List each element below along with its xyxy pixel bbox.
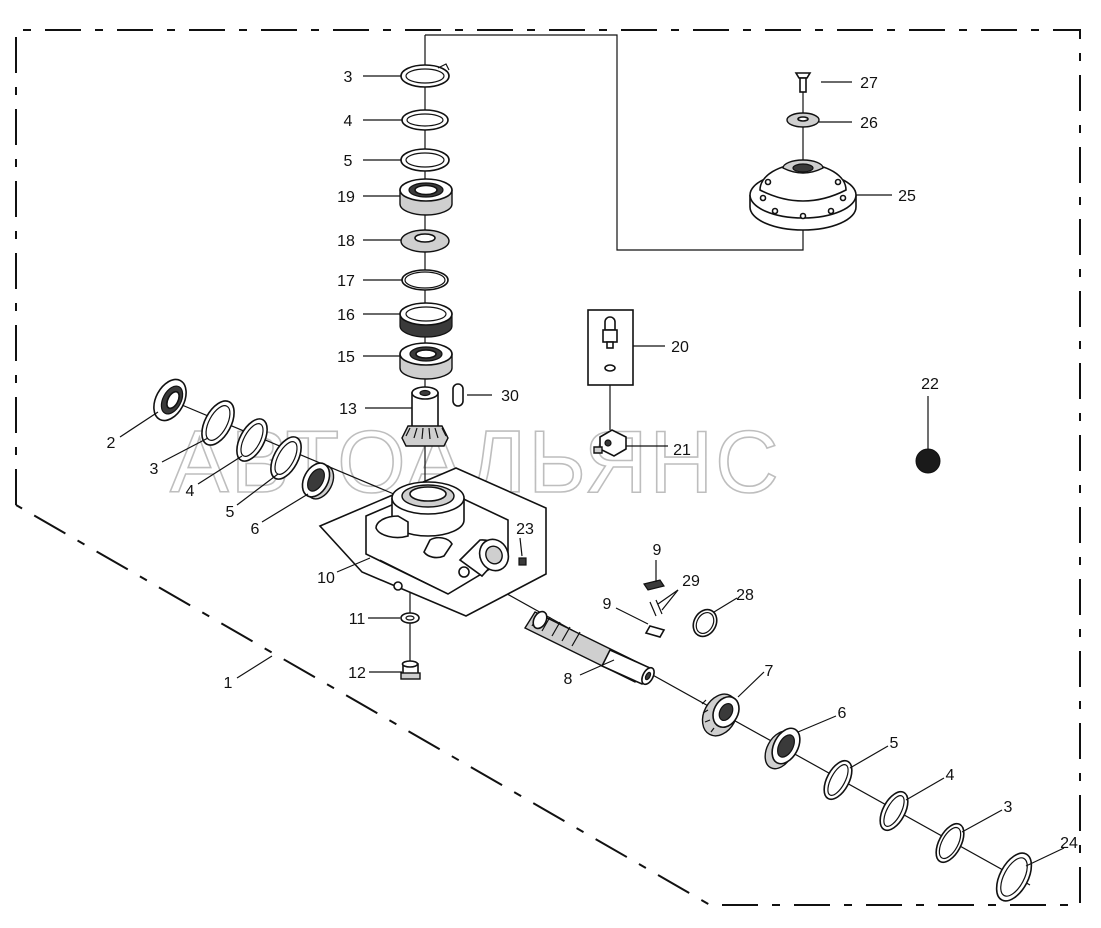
cover-connector-line (425, 34, 804, 251)
callout-12: 12 (348, 665, 366, 682)
part-17-o-ring (401, 269, 449, 291)
part-26-washer (786, 112, 820, 128)
callout-4-right: 4 (946, 767, 955, 784)
callout-9-upper: 9 (653, 542, 662, 559)
part-6-bearing-right (764, 727, 801, 770)
part-3-snap-ring-left (201, 400, 235, 446)
part-4-shim-left (236, 418, 268, 462)
callout-4: 4 (344, 113, 353, 130)
part-3-snap-ring-right (935, 822, 965, 864)
callout-6-left: 6 (251, 521, 260, 538)
boundary-frame (15, 29, 1081, 906)
callout-3-left: 3 (150, 461, 159, 478)
part-19-bearing (399, 178, 453, 216)
callout-7: 7 (765, 663, 774, 680)
part-25-cover (749, 159, 857, 231)
part-15-bearing (399, 342, 453, 380)
callout-5-right: 5 (890, 735, 899, 752)
callout-8: 8 (564, 671, 573, 688)
part-10-gearbox-housing (318, 467, 547, 617)
part-24-ring (995, 852, 1033, 902)
part-9-key-upper (643, 579, 665, 591)
callout-23: 23 (516, 521, 534, 538)
callout-16: 16 (337, 307, 355, 324)
callout-27: 27 (860, 75, 878, 92)
callout-28: 28 (736, 587, 754, 604)
callout-22: 22 (921, 376, 939, 393)
part-7-bevel-gear (701, 693, 740, 737)
part-13-pinion-gear (401, 386, 449, 447)
part-21-fitting-block (593, 429, 627, 457)
callout-20: 20 (671, 339, 689, 356)
callout-labels: 3 4 5 19 18 17 16 15 13 30 27 26 25 20 2… (107, 69, 1078, 852)
part-16-bearing-cup (399, 302, 453, 338)
part-9-key-lower (644, 625, 666, 638)
callout-11: 11 (349, 611, 366, 628)
part-28-snap-ring (692, 608, 718, 638)
callout-26: 26 (860, 115, 878, 132)
callout-19: 19 (337, 189, 355, 206)
callout-5: 5 (344, 153, 353, 170)
callout-1: 1 (224, 675, 233, 692)
callout-13: 13 (339, 401, 357, 418)
callout-9-lower: 9 (603, 596, 612, 613)
callout-5-left: 5 (226, 504, 235, 521)
part-11-washer (400, 612, 420, 624)
part-18-spacer (400, 229, 450, 253)
callout-6-right: 6 (838, 705, 847, 722)
part-22-ball (915, 448, 941, 474)
callout-30: 30 (501, 388, 519, 405)
callout-24: 24 (1060, 835, 1078, 852)
part-6-bearing-left (301, 462, 335, 500)
callout-17: 17 (337, 273, 355, 290)
callout-3-right: 3 (1004, 799, 1013, 816)
part-12-drain-plug (400, 660, 421, 680)
part-20-grease-fitting-box (587, 309, 634, 430)
part-29-pins (649, 599, 663, 617)
callout-25: 25 (898, 188, 916, 205)
part-4-shim-right (879, 790, 909, 832)
part-23-plug (518, 557, 527, 566)
callout-18: 18 (337, 233, 355, 250)
callout-3: 3 (344, 69, 353, 86)
part-30-key (452, 383, 464, 407)
part-3-snap-ring-top (400, 63, 450, 88)
part-4-shim (401, 109, 449, 131)
callout-21: 21 (673, 442, 691, 459)
part-8-shaft (523, 610, 655, 686)
callout-29: 29 (682, 573, 700, 590)
callout-10: 10 (317, 570, 335, 587)
callout-2: 2 (107, 435, 116, 452)
part-5-shim (400, 148, 450, 172)
leader-lines (119, 75, 1065, 867)
part-2-seal (153, 378, 187, 422)
callout-15: 15 (337, 349, 355, 366)
part-5-shim-right (823, 759, 853, 801)
callout-4-left: 4 (186, 483, 195, 500)
